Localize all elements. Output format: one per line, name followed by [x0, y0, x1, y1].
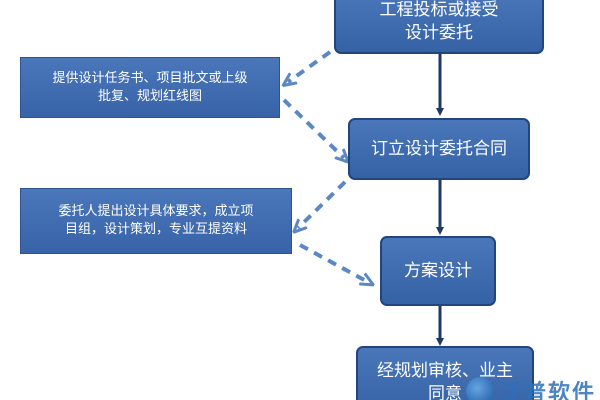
note-2-line-1: 委托人提出设计具体要求，成立项	[58, 204, 254, 220]
step-4-box: 经规划审核、业主 同意	[356, 346, 534, 400]
watermark: 泛普软件	[465, 375, 596, 400]
watermark-text: 泛普软件	[499, 381, 596, 400]
step-3-box: 方案设计	[380, 236, 496, 306]
note-2-line-2: 目组，设计策划，专业互提资料	[64, 222, 247, 237]
step-4-line-1: 经规划审核、业主	[377, 361, 513, 381]
step-4-line-2: 同意	[428, 383, 462, 400]
step-1-box: 工程投标或接受 设计委托	[334, 0, 544, 54]
dashed-arrow-note2-to-step3	[299, 243, 368, 282]
dashed-arrow-step2-to-note2	[298, 180, 347, 228]
step-1-line-1: 工程投标或接受	[379, 0, 499, 21]
dashed-arrow-note1-to-step2	[282, 98, 344, 158]
step-1-line-2: 设计委托	[405, 23, 473, 43]
note-1-line-2: 批复、规划红线图	[97, 88, 202, 104]
watermark-logo-icon	[465, 377, 494, 400]
note-2-box: 委托人提出设计具体要求，成立项 目组，设计策划，专业互提资料	[20, 188, 292, 254]
note-1-line-1: 提供设计任务书、项目批文或上级	[52, 70, 248, 86]
dashed-arrow-step1-to-note1	[288, 50, 332, 82]
step-3-line-1: 方案设计	[404, 260, 472, 281]
note-1-box: 提供设计任务书、项目批文或上级 批复、规划红线图	[20, 57, 280, 118]
step-2-line-1: 订立设计委托合同	[371, 138, 507, 159]
step-2-box: 订立设计委托合同	[348, 118, 530, 180]
